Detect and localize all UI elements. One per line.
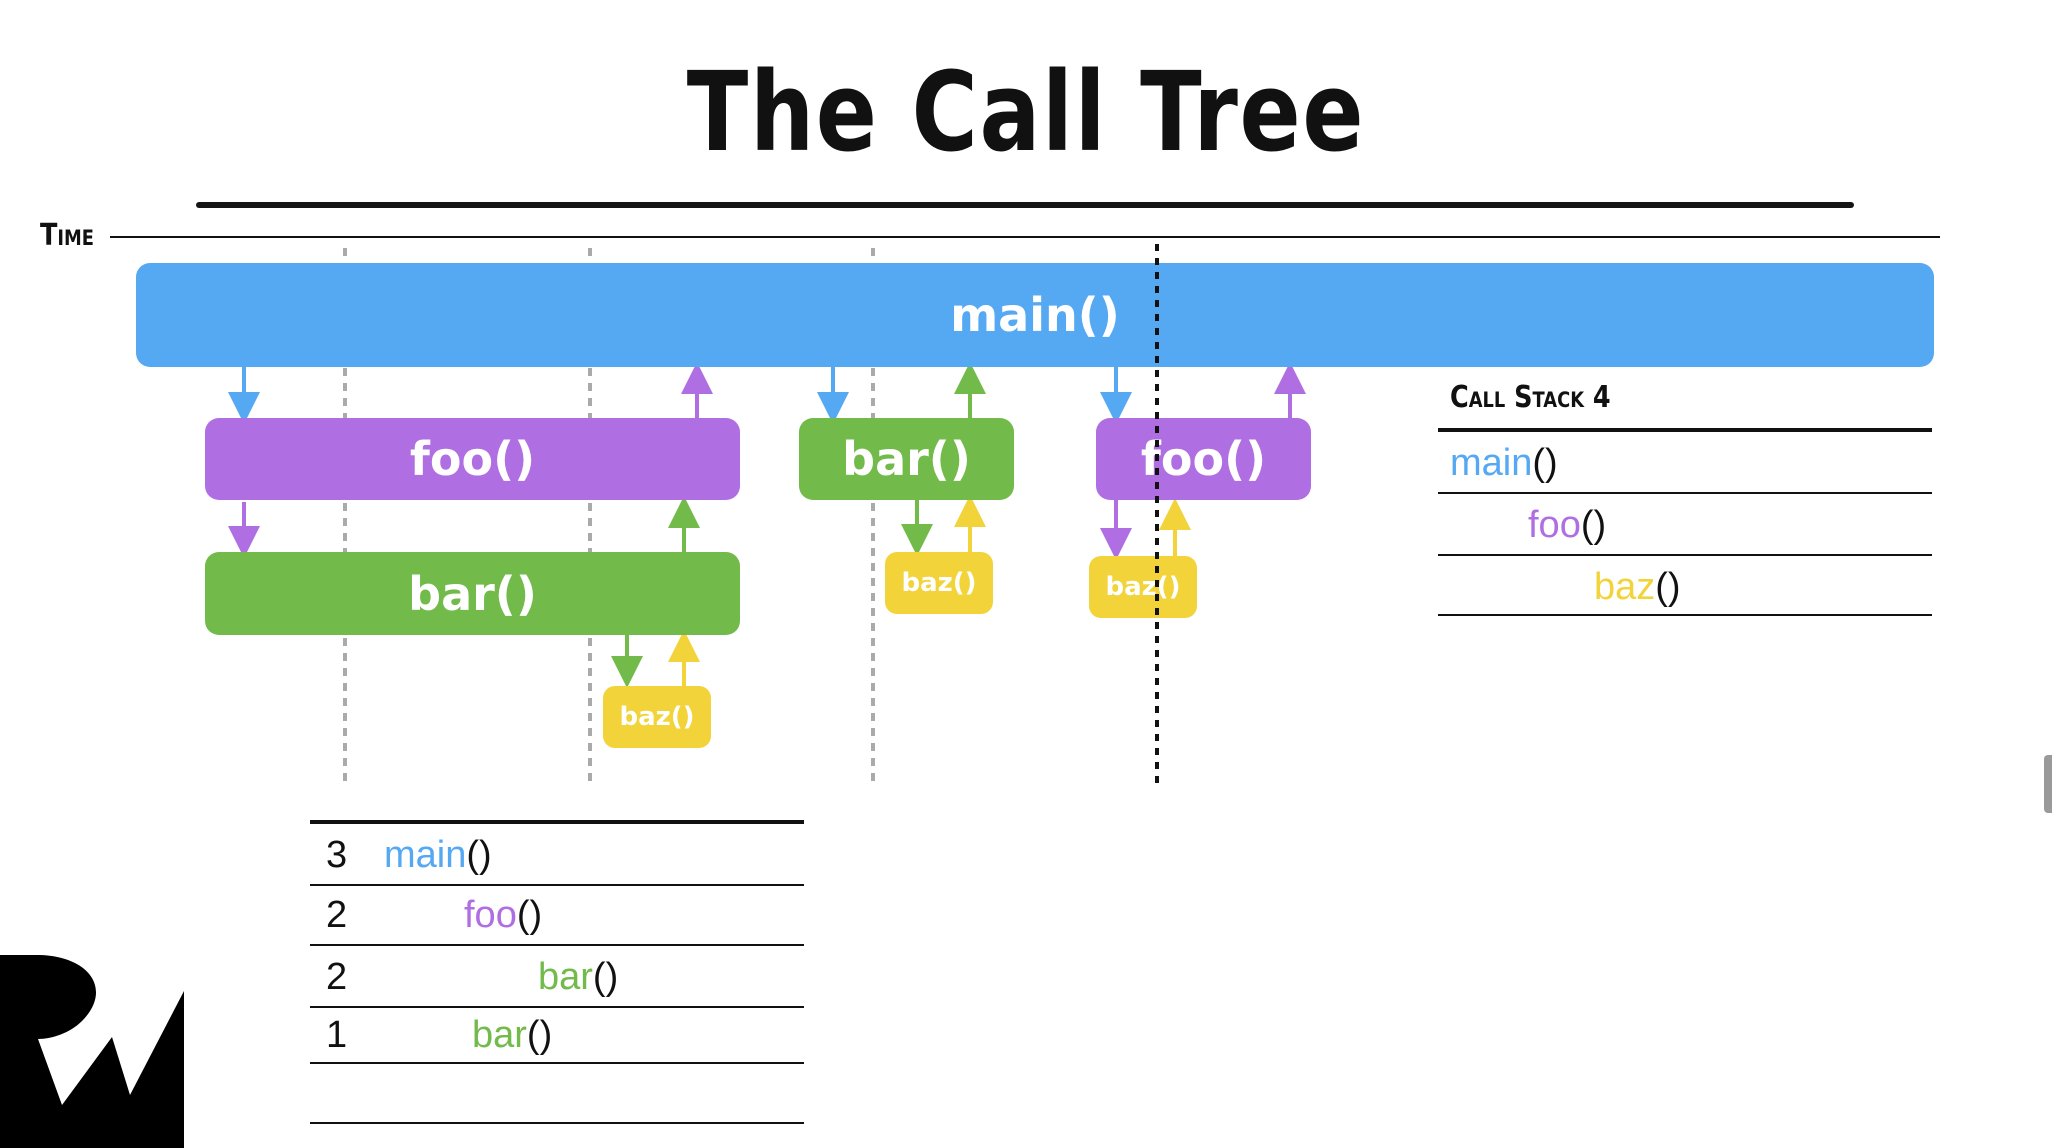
call-stack-row: main() (1450, 442, 1558, 485)
title-underline (196, 202, 1854, 208)
counts-top-rule (310, 820, 804, 824)
call-stack-fn-name: foo (1528, 504, 1581, 546)
call-stack-label: Call Stack 4 (1450, 380, 1611, 415)
call-stack-fn-parens: () (1655, 566, 1681, 608)
scrollbar-handle[interactable] (2044, 755, 2052, 813)
block-baz-2: baz() (885, 552, 993, 614)
call-stack-top-rule (1438, 428, 1932, 432)
block-baz-3: baz() (1089, 556, 1197, 618)
counts-row-fn: main() (384, 834, 492, 877)
counts-row-fn: bar() (472, 1014, 552, 1057)
call-stack-rule (1438, 614, 1932, 616)
counts-row-fn: bar() (538, 956, 618, 999)
brand-logo-icon (0, 955, 184, 1148)
counts-fn-parens: () (466, 834, 492, 876)
page-title: The Call Tree (686, 48, 1366, 176)
counts-fn-name: bar (472, 1014, 527, 1056)
block-foo-2: foo() (1096, 418, 1311, 500)
counts-rule (310, 1062, 804, 1064)
time-axis-label: Time (40, 218, 95, 253)
call-stack-rule (1438, 554, 1932, 556)
counts-sample-count: 1 (326, 1014, 348, 1056)
call-stack-row: foo() (1528, 504, 1606, 547)
counts-row: 2 (326, 894, 347, 937)
block-baz-1: baz() (603, 686, 711, 748)
counts-fn-name: main (384, 834, 467, 876)
counts-fn-name: bar (538, 956, 593, 998)
call-stack-fn-name: main (1450, 442, 1533, 484)
call-stack-fn-parens: () (1532, 442, 1558, 484)
block-foo-1: foo() (205, 418, 740, 500)
counts-sample-count: 3 (326, 834, 348, 876)
block-bar-1: bar() (205, 552, 740, 635)
counts-fn-name: foo (464, 894, 517, 936)
counts-rule (310, 944, 804, 946)
counts-rule (310, 884, 804, 886)
call-stack-rule (1438, 492, 1932, 494)
counts-fn-parens: () (592, 956, 619, 998)
counts-fn-parens: () (526, 1014, 553, 1056)
call-stack-row: baz() (1594, 566, 1681, 609)
counts-bottom-rule (310, 1122, 804, 1124)
call-stack-fn-parens: () (1580, 504, 1607, 546)
counts-sample-count: 2 (326, 956, 348, 998)
block-bar-2: bar() (799, 418, 1014, 500)
counts-row-fn: foo() (464, 894, 542, 937)
counts-row: 3 (326, 834, 347, 877)
call-stack-fn-name: baz (1594, 566, 1656, 608)
counts-rule (310, 1006, 804, 1008)
counts-row: 1 (326, 1014, 347, 1057)
counts-fn-parens: () (516, 894, 543, 936)
block-main: main() (136, 263, 1934, 367)
counts-row: 2 (326, 956, 347, 999)
counts-sample-count: 2 (326, 894, 348, 936)
time-axis-line (110, 236, 1940, 238)
